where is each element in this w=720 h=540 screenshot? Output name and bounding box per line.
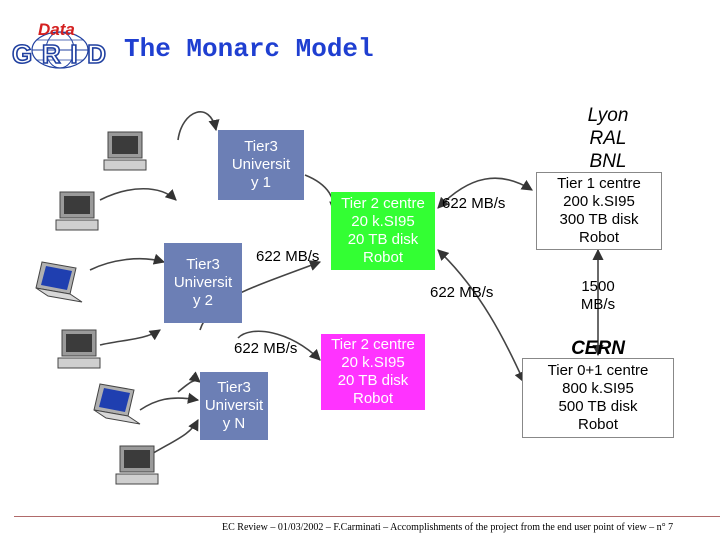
node-line: Tier3 xyxy=(244,138,278,155)
site-bnl: BNL xyxy=(589,151,627,172)
node-line: Tier3 xyxy=(217,379,251,396)
tier2-centre-magenta-node: Tier 2 centre 20 k.SI95 20 TB disk Robot xyxy=(321,334,425,410)
desktop-computer-icon xyxy=(55,191,99,231)
node-line: Universit xyxy=(173,274,233,291)
machine-links xyxy=(89,111,220,456)
link-label-university-tier2: 622 MB/s xyxy=(256,248,320,265)
datagrid-logo: Data GRID xyxy=(11,20,107,70)
laptop-icon xyxy=(35,261,83,303)
node-line: 800 k.SI95 xyxy=(562,380,634,397)
slide-footer: EC Review – 01/03/2002 – F.Carminati – A… xyxy=(222,522,674,533)
site-lyon: Lyon xyxy=(587,105,629,126)
tier1-centre-node: Tier 1 centre 200 k.SI95 300 TB disk Rob… xyxy=(536,172,662,250)
tier3-university-n-node: Tier3 Universit y N xyxy=(200,372,268,440)
node-line: 500 TB disk xyxy=(558,398,638,415)
node-line: Tier 0+1 centre xyxy=(547,362,649,379)
laptop-icon xyxy=(93,383,141,425)
node-line: Universit xyxy=(204,397,264,414)
node-line: Tier 2 centre xyxy=(341,195,425,212)
tier3-university-2-node: Tier3 Universit y 2 xyxy=(164,243,242,323)
node-line: Tier 1 centre xyxy=(557,175,641,192)
desktop-computer-icon xyxy=(115,445,159,485)
link-label-line: 1500 xyxy=(581,278,615,295)
node-line: Tier3 xyxy=(186,256,220,273)
node-line: Robot xyxy=(352,390,394,407)
node-line: 300 TB disk xyxy=(559,211,639,228)
node-line: Robot xyxy=(362,249,404,266)
site-ral: RAL xyxy=(589,128,627,149)
link-label-tier1-tier0: 1500 MB/s xyxy=(574,278,622,314)
tier2-centre-green-node: Tier 2 centre 20 k.SI95 20 TB disk Robot xyxy=(331,192,435,270)
link-label-line: MB/s xyxy=(580,296,616,313)
node-line: 20 TB disk xyxy=(347,231,419,248)
node-line: y 2 xyxy=(192,292,213,309)
logo-bottom-text: GRID xyxy=(12,39,106,69)
tier3-university-1-node: Tier3 Universit y 1 xyxy=(218,130,304,200)
link-label-universityn-tier2: 622 MB/s xyxy=(234,340,298,357)
slide-title: The Monarc Model xyxy=(124,34,374,64)
tier0-centre-node: Tier 0+1 centre 800 k.SI95 500 TB disk R… xyxy=(522,358,674,438)
site-cern: CERN xyxy=(571,338,625,359)
globe-grid-icon xyxy=(31,31,89,69)
logo-top-text: Data xyxy=(38,20,75,39)
footer-divider xyxy=(14,516,720,517)
node-line: 20 k.SI95 xyxy=(351,213,415,230)
node-line: Tier 2 centre xyxy=(331,336,415,353)
link-label-tier2-tier0: 622 MB/s xyxy=(430,284,494,301)
tier1-site-names: Lyon RAL BNL xyxy=(578,104,638,173)
desktop-computer-icon xyxy=(103,131,147,171)
node-line: 200 k.SI95 xyxy=(563,193,635,210)
link-label-tier2-tier1: 622 MB/s xyxy=(442,195,506,212)
node-line: Robot xyxy=(578,229,620,246)
node-line: y N xyxy=(222,415,246,432)
desktop-computer-icon xyxy=(57,329,101,369)
node-line: Universit xyxy=(231,156,291,173)
node-line: Robot xyxy=(577,416,619,433)
node-line: y 1 xyxy=(250,174,271,191)
node-line: 20 k.SI95 xyxy=(341,354,405,371)
node-line: 20 TB disk xyxy=(337,372,409,389)
